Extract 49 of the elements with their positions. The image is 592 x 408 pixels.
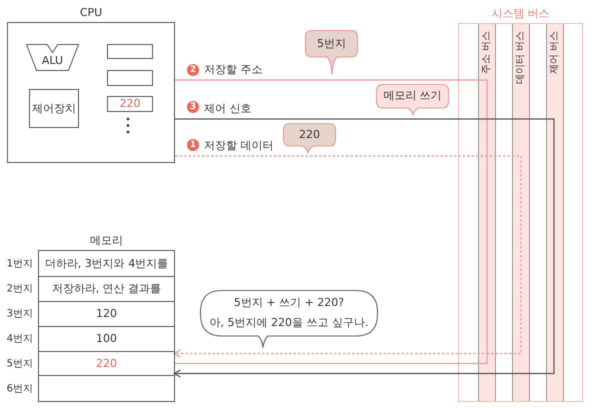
edge-label: 제어 신호 [203,102,252,116]
node-heading: CPU [80,6,102,20]
bubble-text: 5번지 + 쓰기 + 220? [234,296,344,310]
speech-bubble [305,30,358,75]
bubble-text: 아, 5번지에 220을 쓰고 싶구나. [210,316,368,330]
address-label: 1번지 [6,257,33,270]
bubble-text: 220 [299,128,320,142]
bus-band [512,24,530,401]
speech-bubble [376,84,449,115]
connector-line [175,79,458,81]
node-text: 220 [120,97,140,111]
bus-band [546,24,564,401]
connector-line [175,155,458,157]
memory-value: 120 [96,307,117,321]
bus-label: 제어 버스 [549,31,561,74]
register-box [107,44,153,59]
node-text: ALU [42,54,64,68]
memory-value: 220 [96,357,117,371]
step-number: 1 [187,139,199,151]
speech-bubble [200,290,378,348]
connector-arrow [173,369,458,378]
connector-line [174,362,458,364]
node-heading: 시스템 버스 [491,7,550,21]
address-label: 6번지 [6,382,33,395]
register-box [107,70,153,86]
speech-bubble [283,123,336,153]
bubble-text: 메모리 쓰기 [383,89,442,103]
control-unit-box [29,89,79,128]
bus-band [478,24,496,401]
node-text: 제어장치 [32,102,76,116]
alu-trapezoid [26,44,79,71]
address-label: 5번지 [6,358,33,370]
bus-label: 데이터 버스 [515,31,527,84]
step-number: 3 [187,101,199,113]
memory-value: 100 [96,332,117,346]
memory-value: 저장하라, 연산 결과를 [52,282,162,296]
address-label: 2번지 [6,282,33,296]
address-label: 3번지 [6,308,33,320]
bus-label: 주소 버스 [481,31,493,74]
node-heading: 메모리 [90,234,123,248]
edge-label: 저장할 데이터 [203,139,274,153]
memory-value: 더하라, 3번지와 4번지를 [44,256,168,270]
address-label: 4번지 [6,332,33,346]
edge-label: 저장할 주소 [203,63,264,77]
register-box [107,96,153,112]
step-number: 2 [187,64,199,76]
bubble-text: 5번지 [317,36,346,50]
connector-line [175,118,458,120]
connector-arrow [173,349,458,358]
